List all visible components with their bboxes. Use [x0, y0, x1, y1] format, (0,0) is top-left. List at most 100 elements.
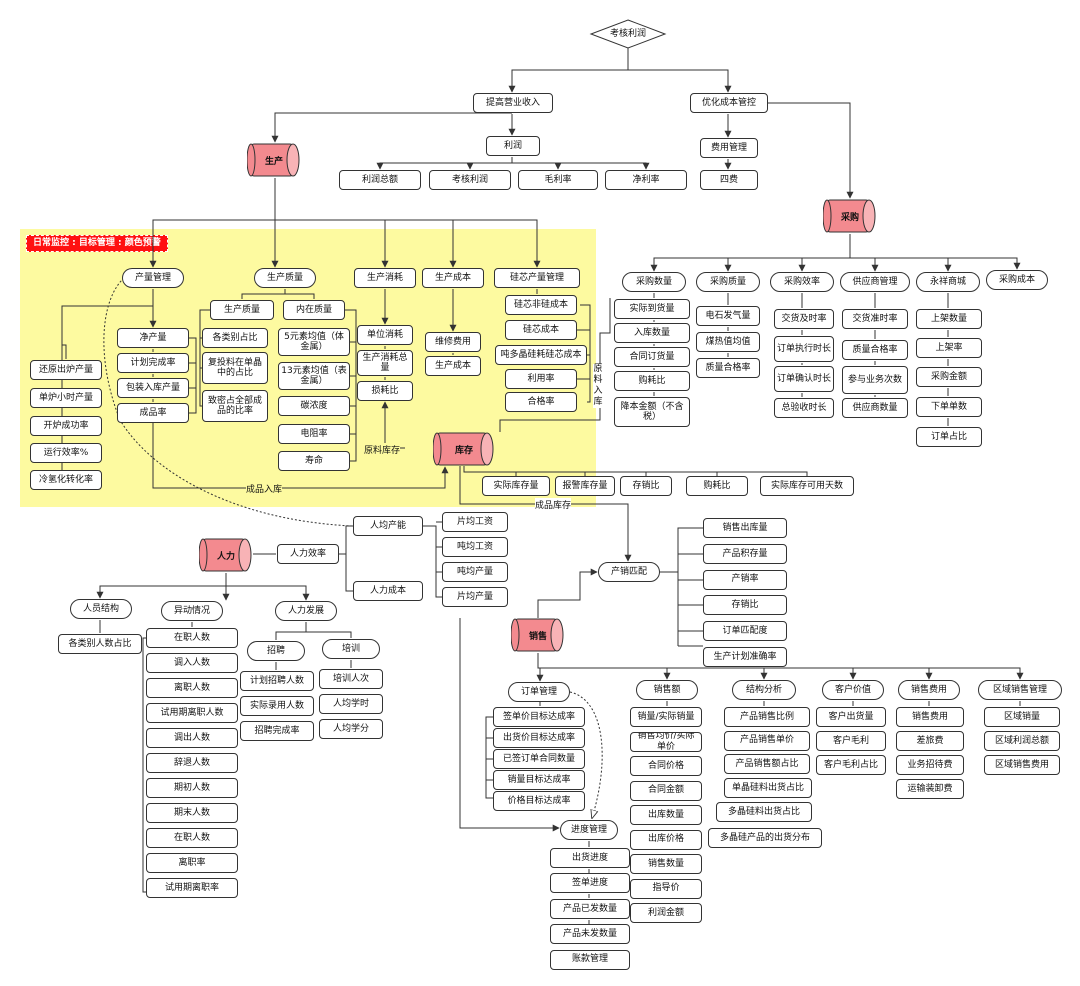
prod-quality-item: 各类别占比 [202, 328, 268, 348]
connector [385, 219, 457, 268]
net-output-node: 净产量 [117, 328, 189, 348]
output-left-item: 冷氢化转化率 [30, 470, 102, 490]
order-item: 出货价目标达成率 [493, 728, 585, 748]
consumption-item: 单位消耗 [357, 325, 413, 345]
connector [226, 585, 310, 601]
staff-changes-node: 异动情况 [161, 601, 223, 621]
sales-amount-item: 销售均价/实际单价 [630, 731, 702, 752]
training-item: 人均学时 [319, 694, 383, 714]
connector [306, 631, 352, 638]
connector [850, 257, 952, 272]
connector [486, 737, 493, 781]
hub-purchasing-label: 采购 [840, 212, 859, 223]
hr-cost-node: 人力成本 [353, 581, 423, 601]
connector [850, 257, 879, 272]
sales-amount-item: 销售数量 [630, 854, 702, 874]
connector [275, 622, 307, 640]
connector [96, 573, 227, 599]
hub-hr: 人力 [199, 538, 253, 572]
root-label: 考核利润 [609, 28, 646, 39]
purchase-qty-item: 合同订货量 [614, 347, 690, 367]
expense-item: 运输装卸费 [896, 779, 964, 799]
finished-stock-label: 成品库存 [535, 498, 572, 511]
customer-item: 客户毛利 [816, 731, 886, 751]
hr-development-node: 人力发展 [275, 601, 337, 621]
staff-change-item: 辞退人数 [146, 753, 238, 773]
purchase-eff-item: 总验收时长 [774, 398, 834, 418]
customer-value-node: 客户价值 [822, 680, 884, 700]
profit-item: 毛利率 [518, 170, 598, 190]
output-left-item: 开炉成功率 [30, 416, 102, 436]
silicon-core-item: 利用率 [505, 369, 577, 389]
order-item: 价格目标达成率 [493, 791, 585, 811]
progress-item: 产品未发数量 [550, 924, 630, 945]
inventory-item: 购耗比 [686, 476, 748, 496]
connector [241, 289, 286, 299]
inventory-item: 存销比 [620, 476, 672, 496]
connector [199, 309, 210, 407]
hr-efficiency-node: 人力效率 [277, 544, 339, 564]
profit-node: 利润 [486, 136, 540, 156]
structure-item: 多晶硅产品的出货分布 [708, 828, 822, 848]
connector [569, 691, 603, 818]
connector [798, 257, 850, 272]
connector [516, 471, 808, 476]
order-mgmt-node: 订单管理 [508, 682, 570, 702]
purchase-qty-item: 购耗比 [614, 371, 690, 391]
inventory-item: 报警库存量 [555, 476, 615, 496]
raw-stock-label: 原料库存 [364, 443, 401, 456]
connector [103, 277, 353, 527]
output-left-item: 单炉小时产量 [30, 388, 102, 408]
staff-change-item: 试用期离职率 [146, 878, 238, 898]
training-node: 培训 [322, 639, 380, 659]
prod-cost-item: 维修费用 [425, 332, 481, 352]
match-item: 订单匹配度 [703, 621, 787, 642]
hr-eff-item: 片均产量 [442, 587, 508, 607]
connector [436, 521, 442, 573]
progress-item: 签单进度 [550, 873, 630, 894]
purchase-group-title: 采购效率 [770, 272, 834, 292]
staff-change-item: 调入人数 [146, 653, 238, 673]
staff-structure-node: 人员结构 [70, 599, 132, 619]
purchase-group-title: 供应商管理 [840, 272, 910, 292]
prod-quality-item: 致密占全部成品的比率 [202, 390, 268, 422]
staff-change-item: 离职率 [146, 853, 238, 873]
connector [345, 309, 357, 462]
region-sales-node: 区域销售管理 [978, 680, 1062, 700]
consumption-node: 生产消耗 [354, 268, 416, 288]
sales-amount-item: 利润金额 [630, 903, 702, 923]
purchase-group-title: 采购质量 [696, 272, 760, 292]
connector [485, 716, 493, 799]
net-output-item: 成品率 [117, 403, 189, 423]
connector [423, 525, 442, 598]
inner-quality-node: 内在质量 [283, 300, 345, 320]
match-item: 销售出库量 [703, 518, 787, 538]
structure-item: 产品销售单价 [724, 730, 810, 751]
connector [275, 660, 352, 670]
expense-item: 业务招待费 [896, 755, 964, 775]
quality-node: 生产质量 [254, 268, 316, 288]
purchase-group-title: 永祥商城 [916, 272, 980, 292]
order-item: 销量目标达成率 [493, 770, 585, 790]
match-item: 产销率 [703, 569, 787, 590]
purchase-qty-item: 入库数量 [614, 323, 690, 343]
region-item: 区域销售费用 [984, 755, 1060, 775]
hub-sales: 销售 [511, 618, 565, 652]
prod-cost-node: 生产成本 [422, 268, 484, 288]
training-item: 培训人次 [319, 669, 383, 689]
connector [577, 329, 590, 380]
net-output-item: 包装入库产量 [117, 378, 189, 398]
connector [628, 69, 732, 93]
mall-item: 上架率 [916, 338, 982, 358]
sales-amount-item: 指导价 [630, 878, 702, 899]
supplier-item: 供应商数量 [842, 398, 908, 418]
staff-change-item: 在职人数 [146, 628, 238, 648]
recruit-item: 招聘完成率 [240, 721, 314, 741]
inner-quality-item: 电阻率 [278, 424, 350, 444]
prod-cost-item: 生产成本 [425, 356, 481, 376]
connector [508, 48, 629, 93]
connector [536, 653, 544, 682]
finished-in-label: 成品入库 [246, 482, 283, 495]
inner-quality-item: 碳浓度 [278, 396, 350, 416]
mall-item: 下单单数 [916, 397, 982, 417]
